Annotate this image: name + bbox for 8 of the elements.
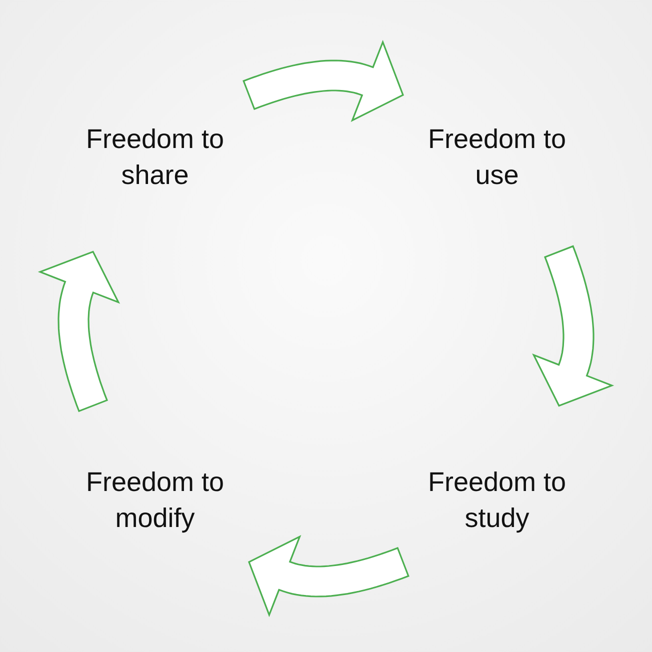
freedom-label: Freedom to modify	[69, 464, 241, 536]
block-arrow	[38, 250, 120, 412]
freedom-label: Freedom to share	[69, 121, 241, 193]
freedom-label: Freedom to study	[411, 464, 583, 536]
block-arrow	[242, 40, 404, 122]
freedom-label: Freedom to use	[411, 121, 583, 193]
block-arrow	[532, 245, 614, 407]
block-arrow	[248, 535, 410, 618]
